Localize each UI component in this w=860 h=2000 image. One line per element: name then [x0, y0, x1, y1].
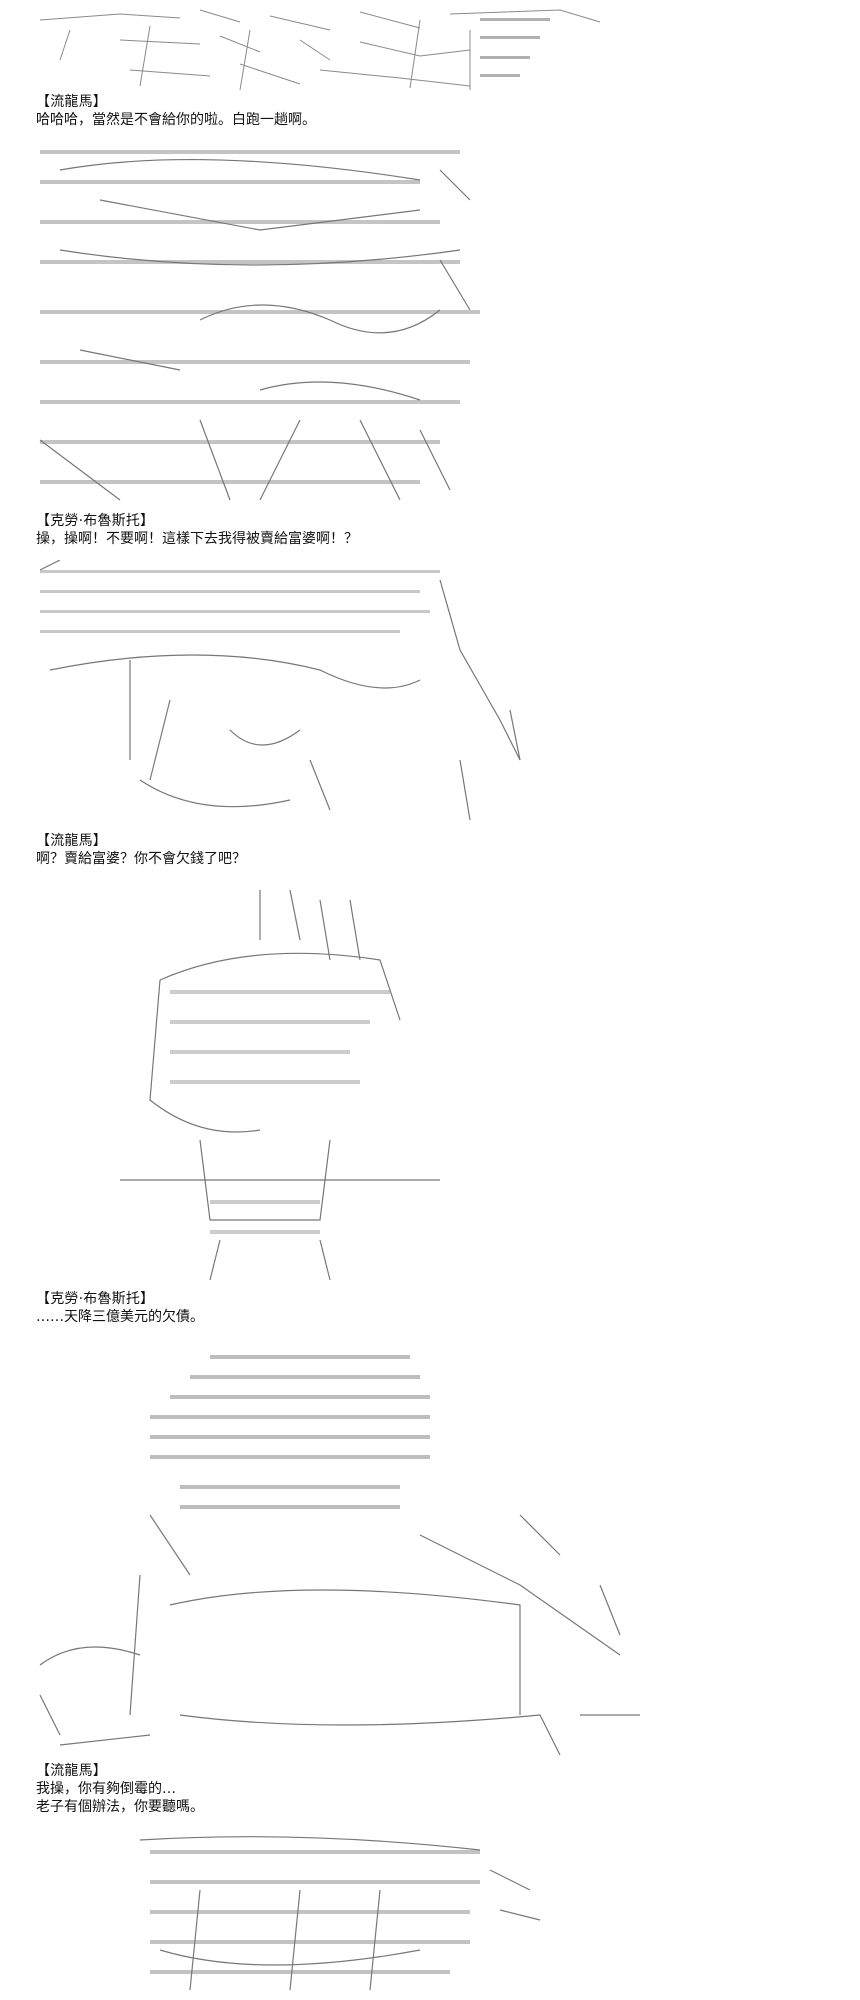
speaker-name: 【流龍馬】	[36, 833, 107, 849]
dialogue-2: 【克勞·布魯斯托】 操，操啊！不要啊！這樣下去我得被賣給富婆啊！？	[36, 512, 796, 548]
ascii-art-panel-3-drawing	[120, 889, 440, 1280]
speaker-name: 【克勞·布魯斯托】	[36, 1291, 155, 1307]
dialogue-line: 啊？賣給富婆？你不會欠錢了吧？	[36, 851, 246, 867]
ascii-art-panel-2	[0, 560, 860, 830]
dialogue-5: 【流龍馬】 我操，你有夠倒霉的… 老子有個辦法，你要聽嗎。	[36, 1762, 796, 1816]
ascii-art-panel-1	[0, 140, 860, 510]
dialogue-1: 【流龍馬】 哈哈哈，當然是不會給你的啦。白跑一趟啊。	[36, 93, 796, 129]
ascii-art-panel-4	[0, 1335, 860, 1755]
ascii-art-top-drawing	[39, 9, 601, 91]
dialogue-line: 老子有個辦法，你要聽嗎。	[36, 1799, 204, 1815]
dialogue-line: 操，操啊！不要啊！這樣下去我得被賣給富婆啊！？	[36, 531, 358, 547]
ascii-art-panel-3	[0, 880, 860, 1280]
speaker-name: 【流龍馬】	[36, 94, 107, 110]
ascii-art-panel-5-drawing	[139, 1836, 541, 1991]
dialogue-line: 哈哈哈，當然是不會給你的啦。白跑一趟啊。	[36, 112, 316, 128]
speaker-name: 【流龍馬】	[36, 1763, 107, 1779]
ascii-art-panel-5	[0, 1830, 860, 2000]
dialogue-line: 我操，你有夠倒霉的…	[36, 1781, 176, 1797]
ascii-art-panel-2-drawing	[39, 560, 521, 821]
ascii-art-top	[0, 0, 860, 95]
dialogue-line: ……天降三億美元的欠債。	[36, 1309, 204, 1325]
ascii-art-panel-4-drawing	[39, 1355, 640, 1755]
dialogue-3: 【流龍馬】 啊？賣給富婆？你不會欠錢了吧？	[36, 832, 796, 868]
speaker-name: 【克勞·布魯斯托】	[36, 513, 155, 529]
ascii-art-panel-1-drawing	[39, 150, 480, 501]
dialogue-4: 【克勞·布魯斯托】 ……天降三億美元的欠債。	[36, 1290, 796, 1326]
